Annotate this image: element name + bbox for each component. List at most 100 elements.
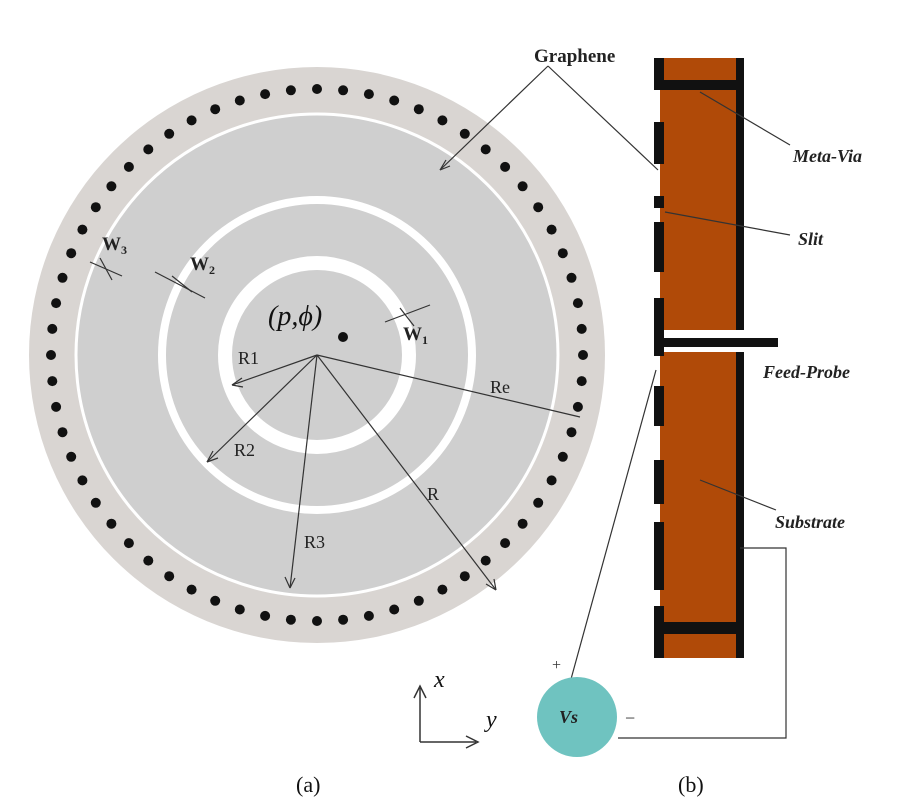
coordinate-axes: x y [413, 667, 497, 749]
via-dot [90, 497, 101, 508]
r2-label: R2 [234, 440, 255, 460]
via-dot [500, 538, 511, 549]
radius-lines [206, 354, 581, 591]
source-label: Vs [559, 707, 578, 727]
caption-b: (b) [678, 772, 704, 797]
via-dot [106, 518, 117, 529]
callout-lines [567, 91, 791, 739]
ground-plane-lower [736, 352, 744, 658]
via-dot [210, 595, 221, 606]
voltage-source [537, 677, 617, 757]
via-dot [533, 202, 544, 213]
substrate-label: Substrate [775, 512, 845, 532]
y-axis-label: y [484, 707, 497, 733]
feed-probe-label: Feed-Probe [762, 362, 850, 382]
via-ring [46, 84, 588, 626]
via-dot [338, 614, 349, 625]
via-dot [459, 128, 470, 139]
via-dot [389, 604, 400, 615]
w2-letter: W [190, 254, 209, 275]
via-dot [164, 128, 175, 139]
via-dot [546, 224, 557, 235]
via-dot [413, 104, 424, 115]
via-dot [285, 614, 296, 625]
via-dot [480, 555, 491, 566]
via-dot [260, 89, 271, 100]
via-dot [566, 427, 577, 438]
panel-b: Vs + − Meta-Via Slit Feed-Probe Substrat… [537, 58, 862, 797]
via-dot [57, 272, 68, 283]
via-dot [210, 104, 221, 115]
graphene-pointers [439, 65, 659, 171]
via-dot [123, 538, 134, 549]
panel-a: Graphene (p,ϕ) R1 R2 R3 R Re W3 W2 W1 x … [29, 46, 659, 797]
via-dot [66, 248, 77, 259]
via-dot [576, 376, 587, 387]
w1-sub: 1 [422, 333, 428, 347]
feed-point [338, 332, 348, 342]
via-dot [186, 584, 197, 595]
via-dot [363, 89, 374, 100]
via-dot [480, 144, 491, 155]
via-dot [517, 518, 528, 529]
slit-label: Slit [798, 229, 824, 249]
r3-label: R3 [304, 532, 325, 552]
re-label: Re [490, 377, 510, 397]
via-dot [77, 475, 88, 486]
meta-via-label: Meta-Via [792, 146, 862, 166]
via-dot [413, 595, 424, 606]
graphene-label: Graphene [534, 46, 615, 67]
source-plus: + [552, 657, 561, 674]
meta-via-bottom [654, 622, 744, 634]
via-dot [106, 181, 117, 192]
r1-label: R1 [238, 348, 259, 368]
via-dot [51, 401, 62, 412]
width-marks [89, 257, 431, 327]
via-dot [572, 298, 583, 309]
via-dot [533, 497, 544, 508]
via-dot [557, 248, 568, 259]
via-dot [234, 604, 245, 615]
via-dot [572, 401, 583, 412]
via-dot [389, 95, 400, 106]
meta-via-top [654, 80, 744, 90]
via-dot [51, 298, 62, 309]
via-dot [437, 584, 448, 595]
w1-letter: W [403, 324, 422, 345]
r-label: R [427, 484, 439, 504]
w2-sub: 2 [209, 263, 215, 277]
substrate-lower [660, 352, 740, 658]
via-dot [437, 115, 448, 126]
ground-plane-upper [736, 58, 744, 330]
via-dot [576, 323, 587, 334]
via-dot [123, 161, 134, 172]
via-dot [77, 224, 88, 235]
via-dot [338, 85, 349, 96]
substrate-upper [660, 58, 740, 330]
via-dot [285, 85, 296, 96]
via-dot [312, 84, 322, 94]
w3-letter: W [102, 234, 121, 255]
via-dot [578, 350, 588, 360]
via-dot [186, 115, 197, 126]
via-dot [557, 451, 568, 462]
via-dot [143, 144, 154, 155]
w3-sub: 3 [121, 243, 127, 257]
via-dot [234, 95, 245, 106]
x-axis-label: x [433, 667, 445, 693]
w3-label: W3 [102, 234, 127, 257]
via-dot [90, 202, 101, 213]
via-dot [47, 376, 58, 387]
via-dot [312, 616, 322, 626]
via-dot [500, 161, 511, 172]
via-dot [566, 272, 577, 283]
via-dot [517, 181, 528, 192]
via-dot [57, 427, 68, 438]
via-dot [164, 571, 175, 582]
source-minus: − [625, 708, 635, 728]
via-dot [260, 610, 271, 621]
via-dot [363, 610, 374, 621]
via-dot [46, 350, 56, 360]
caption-a: (a) [296, 772, 320, 797]
via-dot [459, 571, 470, 582]
